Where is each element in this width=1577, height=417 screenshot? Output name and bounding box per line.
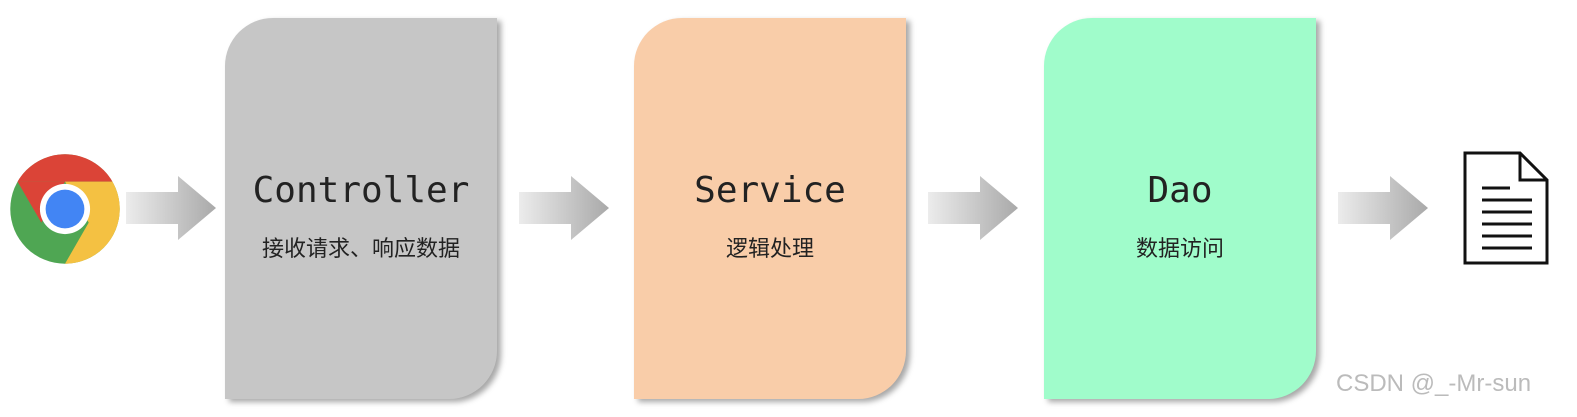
- service-title: Service: [694, 170, 846, 211]
- service-desc: 逻辑处理: [725, 237, 814, 262]
- controller-title: Controller: [252, 170, 470, 211]
- document-icon: [1463, 151, 1549, 265]
- arrow-icon: [1338, 176, 1428, 240]
- service-layer-box: Service 逻辑处理: [634, 18, 906, 399]
- chrome-browser-icon: [10, 154, 120, 264]
- dao-layer-box: Dao 数据访问: [1044, 18, 1316, 399]
- watermark: CSDN @_-Mr-sun: [1336, 370, 1532, 397]
- controller-layer-box: Controller 接收请求、响应数据: [225, 18, 497, 399]
- controller-desc: 接收请求、响应数据: [261, 237, 460, 262]
- dao-title: Dao: [1147, 170, 1213, 211]
- arrow-icon: [519, 176, 609, 240]
- dao-desc: 数据访问: [1135, 237, 1224, 262]
- arrow-icon: [126, 176, 216, 240]
- arrow-icon: [928, 176, 1018, 240]
